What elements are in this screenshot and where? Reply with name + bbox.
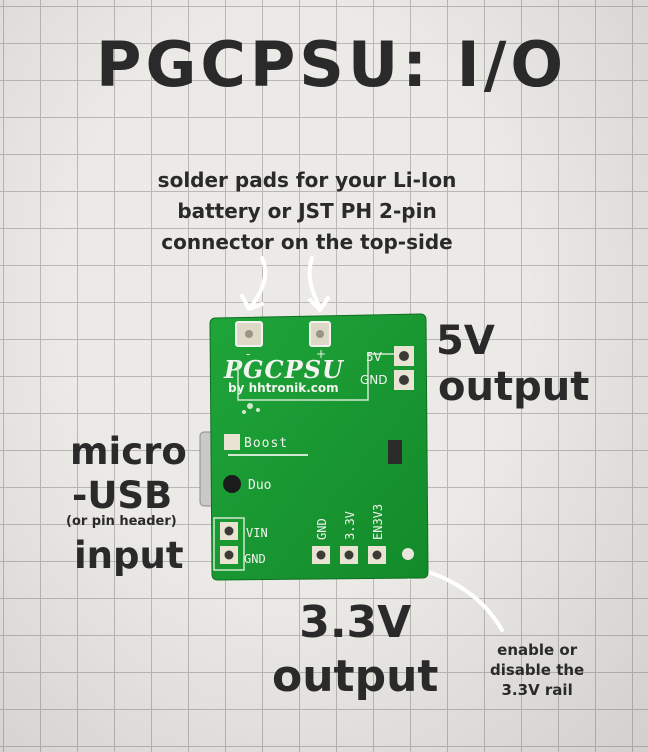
silk-boost: Boost — [244, 436, 288, 451]
silk-en3v3: EN3V3 — [371, 504, 385, 540]
enable-line1: enable or — [497, 641, 578, 659]
arrow-to-plus-pad-icon — [307, 256, 322, 310]
micro-line1: micro — [70, 430, 187, 473]
silk-gnd-bottom: GND — [315, 518, 329, 540]
boost-jumper-pad — [224, 434, 240, 450]
arrow-head-plus-icon — [308, 296, 330, 312]
silk-duo: Duo — [248, 478, 271, 493]
pcb-brand-text: PGCPSU — [223, 355, 345, 384]
mount-hole — [402, 548, 414, 560]
regulator-ic — [388, 440, 402, 464]
silk-vin: VIN — [246, 526, 268, 540]
battery-minus-silk: - — [246, 347, 250, 361]
pcb-drawing: - + PGCPSU by hhtronik.com 5V GND Boost … — [199, 313, 429, 581]
input-label: input — [74, 534, 184, 577]
solder-pads-note: solder pads for your Li-Ion battery or J… — [112, 165, 502, 258]
pcb-substrate — [209, 313, 429, 581]
silk-gnd-left: GND — [244, 552, 266, 566]
pcb-board: - + PGCPSU by hhtronik.com 5V GND Boost … — [198, 304, 438, 588]
pin-header-33v — [312, 546, 386, 564]
duo-jumper-pad — [223, 475, 241, 493]
output-5v-line2: output — [438, 364, 590, 410]
micro-line2: -USB — [72, 474, 173, 517]
enable-note: enable or disable the 3.3V rail — [490, 640, 584, 700]
output-5v-line1: 5V — [436, 318, 495, 364]
micro-usb-label: micro -USB — [70, 430, 187, 518]
micro-usb-sublabel: (or pin header) — [66, 514, 177, 529]
solder-note-line3: connector on the top-side — [161, 230, 453, 254]
enable-line2: disable the — [490, 661, 585, 679]
silk-5v: 5V — [366, 350, 383, 364]
output-33v-label: 3.3V output — [272, 596, 438, 704]
solder-note-line2: battery or JST PH 2-pin — [177, 199, 437, 223]
silk-gnd-top: GND — [360, 373, 388, 387]
arrow-to-minus-pad-icon — [248, 256, 268, 310]
arrow-head-minus-icon — [240, 294, 264, 311]
output-5v-label: 5V output — [430, 318, 589, 410]
output-33v-line2: output — [272, 651, 439, 702]
solder-note-line1: solder pads for your Li-Ion — [157, 168, 457, 192]
silk-outline — [237, 353, 398, 401]
pcb-maker-text: by hhtronik.com — [228, 381, 339, 395]
silk-33v: 3.3V — [343, 511, 357, 540]
output-33v-line1: 3.3V — [299, 597, 412, 648]
page-title: PGCPSU: I/O — [96, 28, 568, 101]
battery-plus-silk: + — [316, 347, 326, 361]
enable-line3: 3.3V rail — [501, 681, 573, 699]
